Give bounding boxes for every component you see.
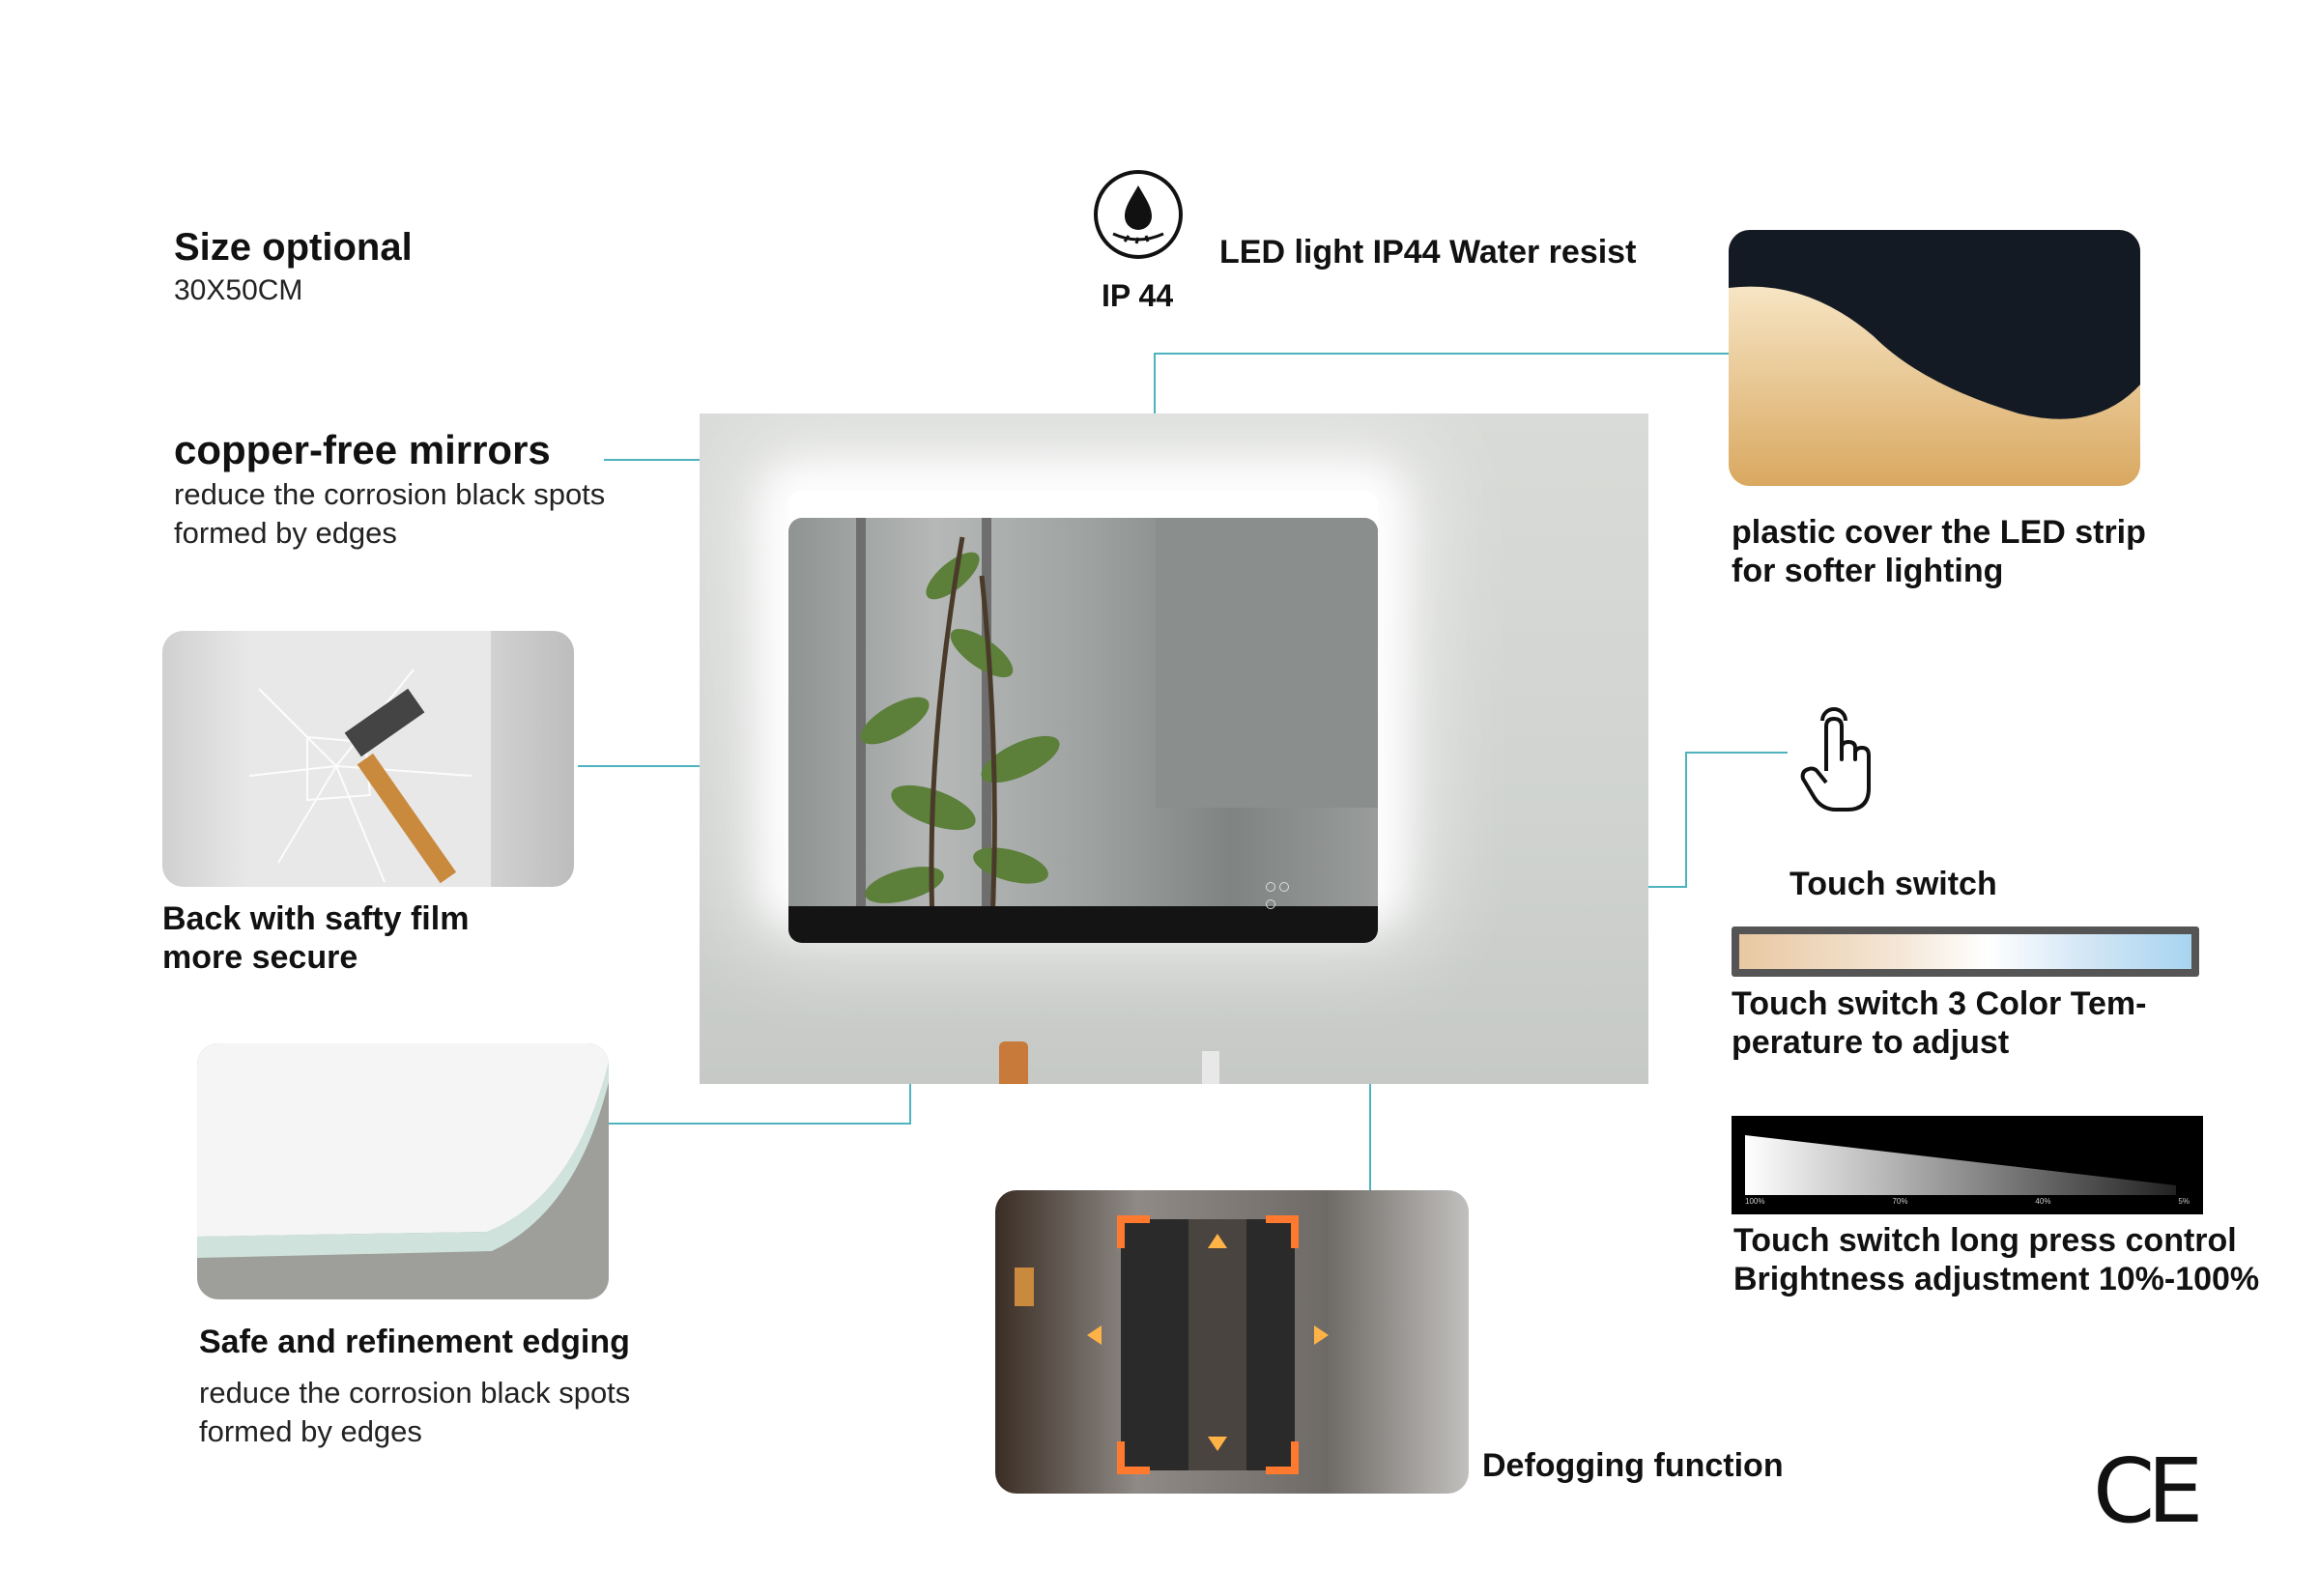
- mirror-product-image: [700, 413, 1648, 1084]
- shattered-glass-icon: [248, 631, 491, 887]
- size-title: Size optional: [174, 226, 413, 269]
- brightness-bar: 100% 70% 40% 5%: [1732, 1116, 2203, 1214]
- edging-image: [197, 1043, 609, 1299]
- touch-label: Touch switch: [1789, 866, 1997, 902]
- faucet: [1202, 1051, 1219, 1084]
- mirror-glass: [788, 518, 1378, 943]
- copper-line1: reduce the corrosion black spots: [174, 477, 606, 511]
- ip-caption: LED light IP44 Water resist: [1219, 234, 1637, 271]
- brightness-scale-100: 100%: [1745, 1197, 1765, 1206]
- size-value: 30X50CM: [174, 274, 303, 306]
- cover-line2: for softer lighting: [1732, 553, 2004, 589]
- defog-label: Defogging function: [1482, 1447, 1784, 1484]
- edging-line2: formed by edges: [199, 1414, 422, 1448]
- ip-badge: IP 44: [1102, 278, 1174, 313]
- copper-title: copper-free mirrors: [174, 427, 551, 472]
- brightness-scale-70: 70%: [1892, 1197, 1908, 1206]
- defog-image: [995, 1190, 1469, 1494]
- brightness-scale-5: 5%: [2178, 1197, 2190, 1206]
- ce-mark: CE: [2093, 1439, 2203, 1543]
- mirror-touch-buttons: [1266, 879, 1301, 909]
- safety-line2: more secure: [162, 939, 358, 976]
- soap-dispenser: [999, 1041, 1028, 1084]
- safety-line1: Back with safty film: [162, 900, 470, 937]
- color-temp-line1: Touch switch 3 Color Tem-: [1732, 985, 2147, 1022]
- copper-line2: formed by edges: [174, 516, 397, 550]
- brightness-line1: Touch switch long press control: [1733, 1222, 2237, 1259]
- edging-line1: reduce the corrosion black spots: [199, 1376, 631, 1410]
- color-temp-line2: perature to adjust: [1732, 1024, 2010, 1061]
- led-cover-image: [1729, 230, 2140, 486]
- cover-line1: plastic cover the LED strip: [1732, 514, 2146, 551]
- water-drop-icon: [1094, 170, 1183, 259]
- color-temp-bar: [1732, 926, 2199, 977]
- brightness-line2: Brightness adjustment 10%-100%: [1733, 1261, 2260, 1297]
- plant-reflection: [788, 518, 1378, 943]
- touch-hand-icon: [1800, 707, 1871, 812]
- edging-title: Safe and refinement edging: [199, 1324, 630, 1360]
- safety-film-image: [162, 631, 574, 887]
- brightness-scale-40: 40%: [2035, 1197, 2051, 1206]
